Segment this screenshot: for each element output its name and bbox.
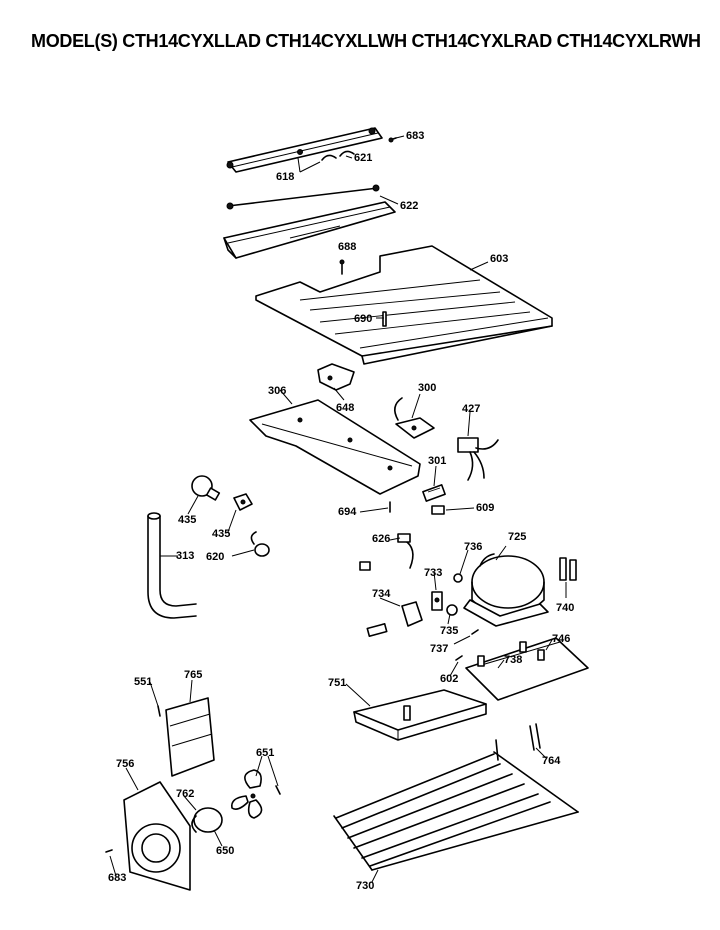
leader-618a xyxy=(299,161,321,173)
callout-725: 725 xyxy=(508,531,526,543)
callout-labels: 683 621 618 622 688 603 690 306 648 300 … xyxy=(108,130,574,892)
shaft-rod-622 xyxy=(226,184,380,210)
clips-621 xyxy=(321,150,355,161)
callout-762: 762 xyxy=(176,788,194,800)
defrost-heater-301 xyxy=(422,484,446,502)
callout-738: 738 xyxy=(504,654,522,666)
callout-650: 650 xyxy=(216,845,234,857)
part-609 xyxy=(431,505,445,515)
callout-427: 427 xyxy=(462,403,480,415)
callout-688: 688 xyxy=(338,241,356,253)
callout-603: 603 xyxy=(490,253,508,265)
callout-751: 751 xyxy=(328,677,346,689)
callout-683-top: 683 xyxy=(406,130,424,142)
callout-765: 765 xyxy=(184,669,202,681)
callout-735: 735 xyxy=(440,625,458,637)
drain-tube-313 xyxy=(147,512,197,619)
air-channel xyxy=(223,201,396,259)
callout-733: 733 xyxy=(424,567,442,579)
defrost-timer-300 xyxy=(394,397,435,439)
callout-683-bottom: 683 xyxy=(108,872,126,884)
leader-lines xyxy=(109,135,567,883)
part-737 xyxy=(471,629,479,635)
callout-734: 734 xyxy=(372,588,391,600)
callout-435-bulb: 435 xyxy=(178,514,196,526)
part-764 xyxy=(529,723,541,751)
model-title: MODEL(S) CTH14CYXLLAD CTH14CYXLLWH CTH14… xyxy=(31,31,701,51)
callout-694: 694 xyxy=(338,506,357,518)
callout-622: 622 xyxy=(400,200,418,212)
leader-618b xyxy=(297,157,301,173)
start-relay-734 xyxy=(366,601,423,637)
callout-435-socket: 435 xyxy=(212,528,230,540)
screw-688 xyxy=(339,259,345,275)
callout-300: 300 xyxy=(418,382,436,394)
compressor-725 xyxy=(463,553,549,627)
callout-736: 736 xyxy=(464,541,482,553)
light-bulb-435 xyxy=(191,475,221,501)
screw-683-top xyxy=(388,137,397,143)
overload-733 xyxy=(431,591,443,611)
callout-746: 746 xyxy=(552,633,570,645)
base-plate-746 xyxy=(465,637,589,701)
callout-618: 618 xyxy=(276,171,294,183)
shroud-765 xyxy=(165,697,215,777)
condenser-coil-730 xyxy=(333,739,579,871)
callout-626: 626 xyxy=(372,533,390,545)
part-735 xyxy=(446,604,458,616)
screw-651 xyxy=(275,785,281,795)
callout-551: 551 xyxy=(134,676,152,688)
callout-621: 621 xyxy=(354,152,372,164)
callout-690: 690 xyxy=(354,313,372,325)
callout-740: 740 xyxy=(556,602,574,614)
callout-609: 609 xyxy=(476,502,494,514)
part-740 xyxy=(559,557,577,581)
thermostat-648 xyxy=(317,363,355,391)
callout-764: 764 xyxy=(542,755,561,767)
drain-pan-751 xyxy=(353,689,487,741)
callout-737: 737 xyxy=(430,643,448,655)
fan-bracket-756 xyxy=(123,781,191,891)
fan-motor-650 xyxy=(191,807,223,833)
callout-648: 648 xyxy=(336,402,354,414)
callout-620: 620 xyxy=(206,551,224,563)
part-620 xyxy=(250,531,270,557)
light-socket-435 xyxy=(233,493,253,511)
callout-730: 730 xyxy=(356,880,374,892)
wire-harness-427 xyxy=(457,437,499,481)
callout-756: 756 xyxy=(116,758,134,770)
fan-blade-651 xyxy=(230,769,263,819)
part-736 xyxy=(453,573,463,583)
evaporator-cover-603 xyxy=(255,245,553,365)
callout-301: 301 xyxy=(428,455,446,467)
callout-602: 602 xyxy=(440,673,458,685)
light-socket-bar xyxy=(226,127,383,173)
screw-551 xyxy=(157,705,161,717)
screw-683-bottom xyxy=(105,849,113,853)
mounting-bracket-306 xyxy=(249,399,421,495)
screw-602 xyxy=(455,655,463,661)
callout-306: 306 xyxy=(268,385,286,397)
callout-651: 651 xyxy=(256,747,274,759)
callout-313: 313 xyxy=(176,550,194,562)
